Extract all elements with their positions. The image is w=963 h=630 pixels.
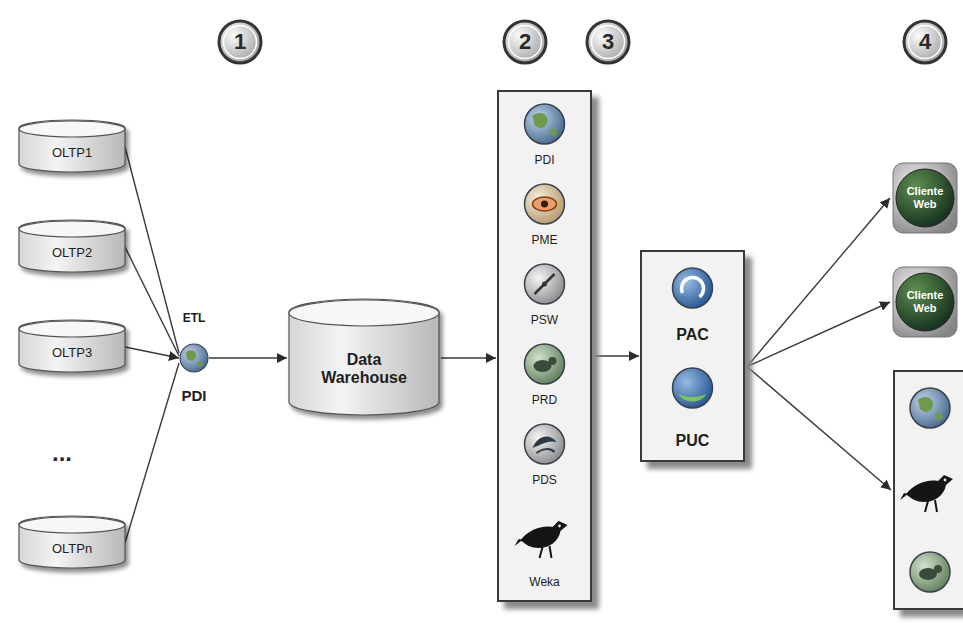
node-label: PRD [532,394,557,408]
desktop-panel [893,370,963,610]
flow-connector [125,363,179,543]
node-label: PME [531,234,557,248]
flow-connector [747,367,891,490]
flow-connector [593,355,639,356]
node-label: OLTPn [52,542,92,557]
node-label: OLTP2 [52,246,92,261]
flow-connector [441,357,496,358]
flow-connector [125,347,179,358]
flow-connector [125,147,179,353]
callout-number: 4 [904,21,946,63]
callout-number: 2 [504,21,546,63]
ellipsis-mark: ... [38,440,86,466]
node-label: ETL [183,312,206,326]
node-label: Cliente Web [899,289,951,314]
tool-item: PDS [502,416,587,494]
database-cylinder: OLTPn [18,516,126,570]
web-client-icon: Cliente Web [892,266,958,338]
node-label: OLTP1 [52,146,92,161]
tools-panel: PDI PME PSW PRD PDS Weka [497,90,592,602]
node-label: Cliente Web [899,185,951,210]
server-item: PAC [645,256,740,350]
callout-circle [587,21,629,63]
flow-connector [747,302,890,367]
tool-item: PRD [502,336,587,414]
web-client-icon: Cliente Web [892,162,958,234]
etl-node: ETL PDI [174,312,214,404]
node-label: PSW [531,314,558,328]
server-panel: PAC PUC [640,250,745,462]
tool-item: Weka [502,496,587,596]
callout-number: 1 [219,21,261,63]
panel-decoration [895,372,963,612]
node-label: PDS [532,474,557,488]
database-cylinder: OLTP1 [18,120,126,174]
node-label: Weka [529,576,559,590]
node-label: PDI [534,154,554,168]
node-label: PDI [181,387,206,404]
node-label: Data Warehouse [308,351,420,388]
flow-connector [125,247,179,356]
callout-circle [904,21,946,63]
node-label: OLTP3 [52,346,92,361]
tool-item: PDI [502,96,587,174]
flow-connector [209,357,287,358]
warehouse-cylinder: Data Warehouse [288,299,440,417]
server-item: PUC [645,356,740,456]
tool-item: PME [502,176,587,254]
callout-circle [219,21,261,63]
flow-connector [747,198,890,367]
node-label: PAC [676,326,709,344]
callout-number: 3 [587,21,629,63]
database-cylinder: OLTP3 [18,320,126,374]
database-cylinder: OLTP2 [18,220,126,274]
tool-item: PSW [502,256,587,334]
node-label: PUC [676,432,710,450]
callout-circle [504,21,546,63]
